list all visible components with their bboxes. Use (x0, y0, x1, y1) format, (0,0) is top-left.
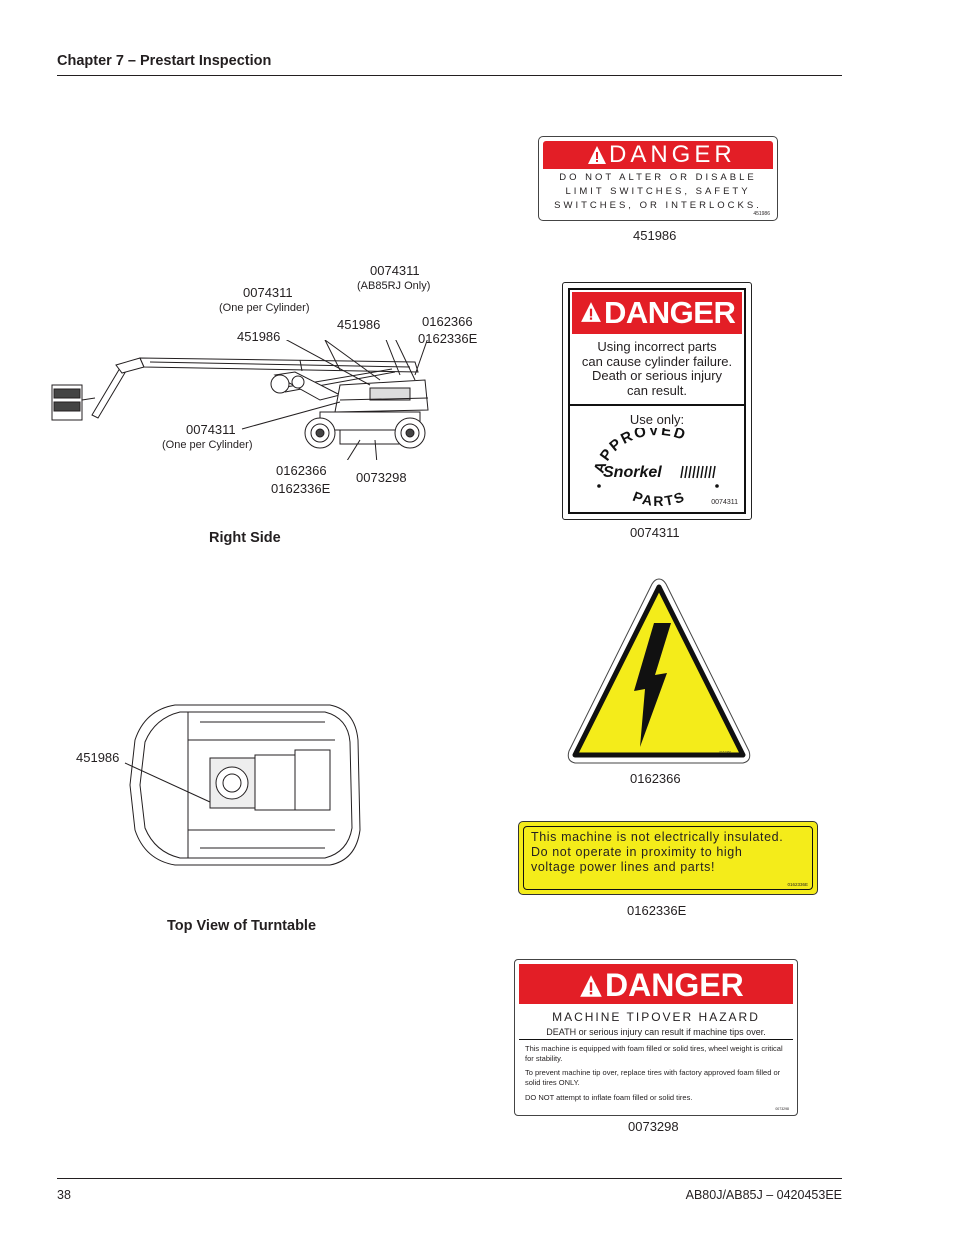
decal-code: 0162366 (719, 750, 731, 754)
caption-0074311: 0074311 (630, 525, 680, 540)
machine-side-illustration (51, 340, 429, 460)
document-id: AB80J/AB85J – 0420453EE (685, 1188, 842, 1202)
hazard-consequence: DEATH or serious injury can result if ma… (546, 1027, 766, 1037)
decal-0073298: DANGER MACHINE TIPOVER HAZARD DEATH or s… (514, 959, 798, 1116)
instruction-1: This machine is equipped with foam fille… (525, 1044, 783, 1063)
page-number: 38 (57, 1188, 71, 1202)
callout-0162366-a: 0162366 (422, 314, 473, 329)
decal-code: 451986 (753, 211, 770, 217)
chapter-title: Chapter 7 – Prestart Inspection (57, 53, 272, 69)
decal-line: LIMIT SWITCHES, SAFETY (565, 186, 751, 197)
decal-line: SWITCHES, OR INTERLOCKS. (554, 200, 762, 211)
decal-line: Death or serious injury (591, 368, 723, 383)
decal-code: 0074311 (711, 499, 738, 506)
caption-0073298: 0073298 (628, 1119, 679, 1134)
divider (519, 1039, 793, 1040)
callout-one-per-cylinder-1: (One per Cylinder) (219, 302, 310, 314)
hazard-title: MACHINE TIPOVER HAZARD (552, 1010, 760, 1024)
seal-bottom-text: PARTS (631, 488, 686, 509)
svg-text:PARTS: PARTS (631, 488, 688, 509)
brand-logo: Snorkel (603, 464, 662, 481)
use-only-text: Use only: (629, 412, 685, 427)
callout-one-per-cylinder-2: (One per Cylinder) (162, 439, 253, 451)
decal-0162336e: This machine is not electrically insulat… (518, 821, 818, 895)
instruction-2: To prevent machine tip over, replace tir… (525, 1068, 781, 1087)
callout-451986-top-view: 451986 (76, 750, 120, 765)
danger-heading: DANGER (609, 141, 736, 168)
caption-top-view: Top View of Turntable (167, 918, 317, 934)
decal-text: This machine is not electrically insulat… (531, 830, 783, 875)
decal-line: Do not operate in proximity to high (531, 845, 743, 859)
lightning-bolt-icon (634, 623, 671, 747)
turntable-top-view (124, 704, 361, 866)
callout-0162336e-b: 0162336E (271, 481, 331, 496)
warning-triangle-icon (580, 975, 602, 997)
warning-triangle-icon (588, 146, 606, 164)
divider (570, 404, 744, 406)
callout-ab85rj-only: (AB85RJ Only) (357, 280, 431, 292)
decal-451986: DANGER DO NOT ALTER OR DISABLE LIMIT SWI… (538, 136, 778, 221)
callout-0074311-top: 0074311 (370, 263, 420, 278)
danger-band: DANGER (519, 964, 793, 1004)
decal-line: DO NOT ALTER OR DISABLE (559, 172, 757, 183)
callout-451986-b: 451986 (337, 317, 381, 332)
decal-0162366-electrical-hazard: 0162366 (567, 578, 751, 764)
decal-line: Using incorrect parts (597, 339, 717, 354)
decal-text: DO NOT ALTER OR DISABLE LIMIT SWITCHES, … (543, 171, 773, 213)
decal-line: can cause cylinder failure. (581, 353, 733, 369)
header-rule (57, 75, 842, 76)
callout-0162336e-a: 0162336E (418, 331, 478, 346)
danger-heading: DANGER (604, 295, 736, 330)
callout-0074311-low: 0074311 (186, 422, 236, 437)
decal-code: 0162336E (787, 882, 808, 887)
instruction-3: DO NOT attempt to inflate foam filled or… (525, 1093, 693, 1102)
danger-heading: DANGER (605, 967, 744, 1003)
decal-0074311: DANGER Using incorrect parts can cause c… (562, 282, 752, 520)
danger-band: DANGER (572, 292, 742, 334)
decal-line: This machine is not electrically insulat… (531, 830, 784, 844)
danger-band: DANGER (543, 141, 773, 169)
approved-parts-seal: APPROVED PARTS Snorkel (591, 428, 719, 509)
decal-text: Using incorrect parts can cause cylinder… (570, 339, 744, 398)
callout-0162366-b: 0162366 (276, 463, 327, 478)
warning-triangle-icon (581, 302, 601, 322)
callout-451986-a: 451986 (237, 329, 281, 344)
callout-0073298: 0073298 (356, 470, 407, 485)
caption-451986: 451986 (633, 228, 677, 243)
decal-code: 0073298 (775, 1107, 789, 1111)
decal-line: can result. (627, 382, 687, 398)
caption-0162366: 0162366 (630, 771, 681, 786)
caption-right-side: Right Side (209, 530, 281, 546)
footer-rule (57, 1178, 842, 1179)
decal-line: voltage power lines and parts! (531, 860, 716, 874)
caption-0162336e: 0162336E (627, 903, 687, 918)
callout-0074311-left: 0074311 (243, 285, 293, 300)
